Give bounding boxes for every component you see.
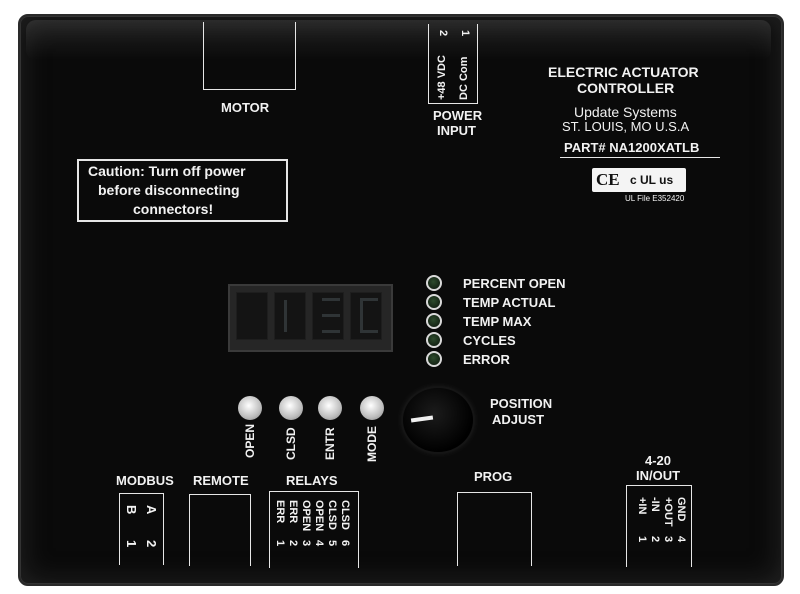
title-line1: ELECTRIC ACTUATOR: [548, 64, 699, 80]
relay-pin-num-3: 3: [300, 540, 312, 547]
power-input-connector: [428, 24, 478, 104]
motor-label: MOTOR: [221, 100, 270, 115]
position-adjust-knob[interactable]: [403, 388, 473, 452]
display-segment: [322, 330, 340, 333]
indicator-label-percent-open: PERCENT OPEN: [463, 276, 566, 291]
mode-button-label: MODE: [365, 426, 379, 462]
certification-marks: CE c UL us: [592, 168, 686, 192]
relay-pin-clsd-6: CLSD: [339, 500, 351, 530]
led-cycles: [426, 332, 442, 348]
knob-pointer: [410, 415, 434, 423]
led-error: [426, 351, 442, 367]
relay-pin-clsd-5: CLSD: [326, 500, 338, 530]
indicator-label-temp-actual: TEMP ACTUAL: [463, 295, 556, 310]
relays-connector: [269, 491, 359, 568]
io-connector: [626, 485, 692, 567]
open-button[interactable]: [238, 396, 262, 420]
part-number-underline: [560, 157, 720, 158]
motor-connector: [203, 22, 296, 90]
io-pin-num-4: 4: [675, 536, 687, 543]
part-number: PART# NA1200XATLB: [564, 140, 700, 155]
power-pin-num-2: 2: [437, 30, 449, 37]
position-adjust-label-line2: ADJUST: [492, 412, 545, 427]
led-temp-actual: [426, 294, 442, 310]
io-pin-plus-out: +OUT: [662, 497, 674, 527]
entr-button-label: ENTR: [323, 427, 337, 460]
io-pin-num-1: 1: [636, 536, 648, 543]
relay-pin-num-1: 1: [274, 540, 286, 547]
relay-pin-num-5: 5: [326, 540, 338, 547]
relay-pin-num-2: 2: [287, 540, 299, 547]
relay-pin-err-1: ERR: [274, 500, 286, 524]
caution-line1: Caution: Turn off power: [88, 163, 246, 179]
io-pin-num-3: 3: [662, 536, 674, 543]
led-temp-max: [426, 313, 442, 329]
company-name: Update Systems: [574, 104, 677, 120]
power-input-label-line1: POWER: [433, 108, 483, 123]
display-segment: [360, 330, 378, 333]
indicator-label-temp-max: TEMP MAX: [463, 314, 532, 329]
relay-pin-open-4: OPEN: [313, 500, 325, 532]
power-pin-48vdc: +48 VDC: [436, 55, 448, 100]
indicator-label-error: ERROR: [463, 352, 510, 367]
prog-connector: [457, 492, 532, 566]
ce-mark: CE: [596, 170, 620, 189]
modbus-pin-b: B: [124, 505, 139, 515]
modbus-pin-num-2: 2: [144, 540, 159, 548]
io-label-line2: IN/OUT: [636, 468, 681, 483]
caution-box: [77, 159, 288, 222]
relay-pin-err-2: ERR: [287, 500, 299, 524]
clsd-button-label: CLSD: [284, 427, 298, 460]
caution-line2: before disconnecting: [98, 182, 240, 198]
io-pin-num-2: 2: [649, 536, 661, 543]
clsd-button[interactable]: [279, 396, 303, 420]
mode-button[interactable]: [360, 396, 384, 420]
power-input-label-line2: INPUT: [437, 123, 476, 138]
remote-connector: [189, 494, 251, 566]
ul-file-number: UL File E352420: [625, 194, 685, 203]
caution-line3: connectors!: [133, 201, 214, 217]
io-pin-minus-in: -IN: [649, 497, 661, 512]
power-pin-dccom: DC Com: [458, 56, 470, 100]
display-segment: [322, 298, 340, 301]
remote-label: REMOTE: [193, 473, 249, 488]
open-button-label: OPEN: [243, 423, 257, 458]
ul-mark: c UL us: [630, 173, 674, 187]
display-segment: [284, 300, 287, 332]
display-digit-1: [236, 292, 268, 340]
display-digit-2: [274, 292, 306, 340]
position-adjust-label-line1: POSITION: [490, 396, 553, 411]
led-percent-open: [426, 275, 442, 291]
seven-segment-display: [228, 284, 393, 352]
controller-faceplate: [18, 14, 784, 586]
relay-pin-open-3: OPEN: [300, 500, 312, 532]
indicator-label-cycles: CYCLES: [463, 333, 516, 348]
prog-label: PROG: [474, 469, 513, 484]
relays-label: RELAYS: [286, 473, 338, 488]
display-segment: [360, 298, 363, 332]
io-pin-gnd: GND: [675, 497, 687, 522]
modbus-connector: [119, 493, 164, 565]
faceplate-glare: [26, 20, 771, 60]
modbus-pin-a: A: [144, 505, 159, 515]
relay-pin-num-4: 4: [313, 540, 325, 547]
display-segment: [322, 314, 340, 317]
io-pin-plus-in: +IN: [636, 497, 648, 515]
modbus-pin-num-1: 1: [124, 540, 139, 548]
display-segment: [360, 298, 378, 301]
io-label-line1: 4-20: [645, 453, 672, 468]
relay-pin-num-6: 6: [339, 540, 351, 547]
modbus-label: MODBUS: [116, 473, 174, 488]
company-location: ST. LOUIS, MO U.S.A: [562, 119, 690, 134]
power-pin-num-1: 1: [459, 30, 471, 37]
title-line2: CONTROLLER: [577, 80, 675, 96]
entr-button[interactable]: [318, 396, 342, 420]
